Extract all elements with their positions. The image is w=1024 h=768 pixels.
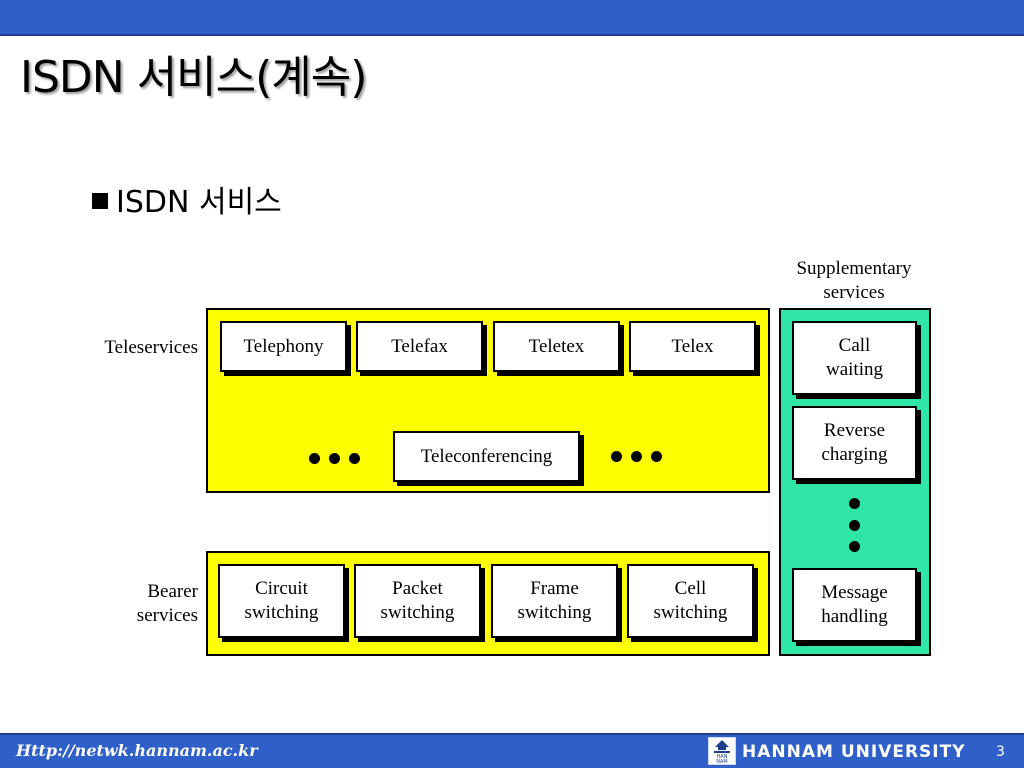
- square-bullet-icon: [92, 193, 108, 209]
- supplementary-box-call-waiting: Call waiting: [792, 321, 917, 395]
- svg-text:HAN: HAN: [717, 754, 728, 760]
- ellipsis-dot: [309, 453, 320, 464]
- svg-text:NAM: NAM: [716, 759, 727, 764]
- ellipsis-dot: [611, 451, 622, 462]
- footer-bar: [0, 735, 1024, 768]
- top-divider: [0, 34, 1024, 36]
- bearer-box-circuit-switching: Circuit switching: [218, 564, 345, 638]
- university-logo-icon: HAN NAM: [708, 737, 736, 765]
- supplementary-box-message-handling: Message handling: [792, 568, 917, 642]
- bearer-box-packet-switching: Packet switching: [354, 564, 481, 638]
- university-name: HANNAM UNIVERSITY: [742, 742, 966, 762]
- teleservice-box-teleconferencing: Teleconferencing: [393, 431, 580, 482]
- ellipsis-dot: [329, 453, 340, 464]
- bullet-item: ISDN 서비스: [92, 188, 282, 218]
- top-banner: [0, 0, 1024, 34]
- bullet-text: ISDN 서비스: [116, 185, 282, 220]
- footer-url-link[interactable]: Http://netwk.hannam.ac.kr: [16, 741, 258, 760]
- ellipsis-dot: [631, 451, 642, 462]
- ellipsis-dot: [849, 520, 860, 531]
- ellipsis-dot: [651, 451, 662, 462]
- bearer-box-cell-switching: Cell switching: [627, 564, 754, 638]
- supplementary-services-header: Supplementary services: [796, 258, 912, 303]
- teleservice-box-telephony: Telephony: [220, 321, 347, 372]
- ellipsis-dot: [849, 498, 860, 509]
- supplementary-box-reverse-charging: Reverse charging: [792, 406, 917, 480]
- ellipsis-dot: [349, 453, 360, 464]
- teleservice-box-teletex: Teletex: [493, 321, 620, 372]
- bearer-box-frame-switching: Frame switching: [491, 564, 618, 638]
- bottom-divider: [0, 733, 1024, 735]
- ellipsis-dot: [849, 541, 860, 552]
- page-number: 3: [996, 744, 1005, 760]
- teleservices-label: Teleservices: [104, 337, 198, 358]
- teleservice-box-telefax: Telefax: [356, 321, 483, 372]
- teleservice-box-telex: Telex: [629, 321, 756, 372]
- bearer-services-label: Bearer services: [136, 581, 198, 626]
- slide-title: ISDN 서비스(계속): [20, 52, 367, 103]
